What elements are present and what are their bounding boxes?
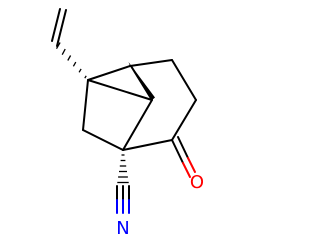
bond-ch2a-ch2b [171,59,197,101]
bond-ch2left-cquat [82,129,124,151]
bond-cquat-ccarbonyl [122,139,173,151]
bond-ctop-ch2left [82,79,89,131]
atom-label-nitrogen: N [116,218,129,239]
ring-bonds [82,59,197,151]
hashed-wedge-bond-vinyl [55,42,87,79]
hashed-wedge-bond-nitrile [117,154,129,184]
bond-cbridgehead-ctop [87,65,131,81]
vinyl-double-bond [51,8,67,47]
bond-bridge-cquat [122,99,153,151]
molecule-structure-diagram: O N [51,8,204,239]
carbonyl-double-bond [171,136,196,178]
bond-bridgehead-bridge [130,65,153,101]
nitrile-triple-bond [116,185,130,214]
bond-ccarbonyl-ch2a [171,99,197,141]
atom-label-oxygen: O [190,172,204,193]
bond-ctop-bridge [87,79,153,101]
bond-ch2b-cbridgehead [129,59,173,67]
